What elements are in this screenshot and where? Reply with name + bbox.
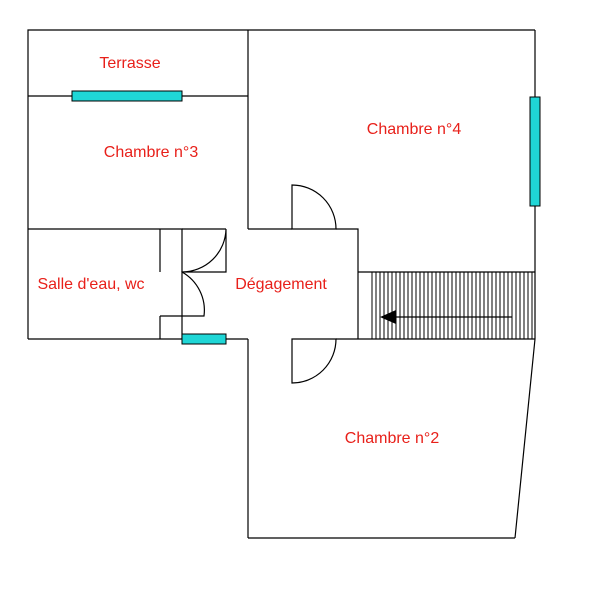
label-salle-eau: Salle d'eau, wc bbox=[37, 276, 144, 293]
door-salle-eau bbox=[181, 270, 205, 317]
window-salle-eau bbox=[181, 333, 227, 345]
window-terrasse bbox=[71, 90, 183, 102]
label-terrasse: Terrasse bbox=[99, 55, 160, 72]
label-degagement: Dégagement bbox=[235, 276, 327, 293]
door-chambre3 bbox=[181, 228, 227, 273]
wall-chambre2-right bbox=[514, 338, 536, 539]
windows bbox=[71, 90, 541, 345]
wall-salle-door-lower-right bbox=[160, 315, 183, 339]
staircase bbox=[371, 272, 533, 339]
door-chambre4 bbox=[291, 184, 337, 230]
label-chambre2: Chambre n°2 bbox=[345, 430, 440, 447]
wall-top-left bbox=[27, 29, 248, 229]
label-chambre4: Chambre n°4 bbox=[367, 121, 462, 138]
door-chambre2 bbox=[291, 338, 337, 384]
label-chambre3: Chambre n°3 bbox=[104, 144, 199, 161]
wall-degagement-top-right bbox=[336, 228, 359, 339]
wall-salle-door-jamb-top bbox=[160, 228, 183, 272]
window-chambre4 bbox=[529, 96, 541, 207]
room-labels: Terrasse Chambre n°3 Chambre n°4 Salle d… bbox=[37, 55, 461, 447]
stair-arrow bbox=[380, 310, 512, 324]
doors bbox=[181, 184, 337, 384]
stair-arrow-head bbox=[380, 310, 396, 324]
